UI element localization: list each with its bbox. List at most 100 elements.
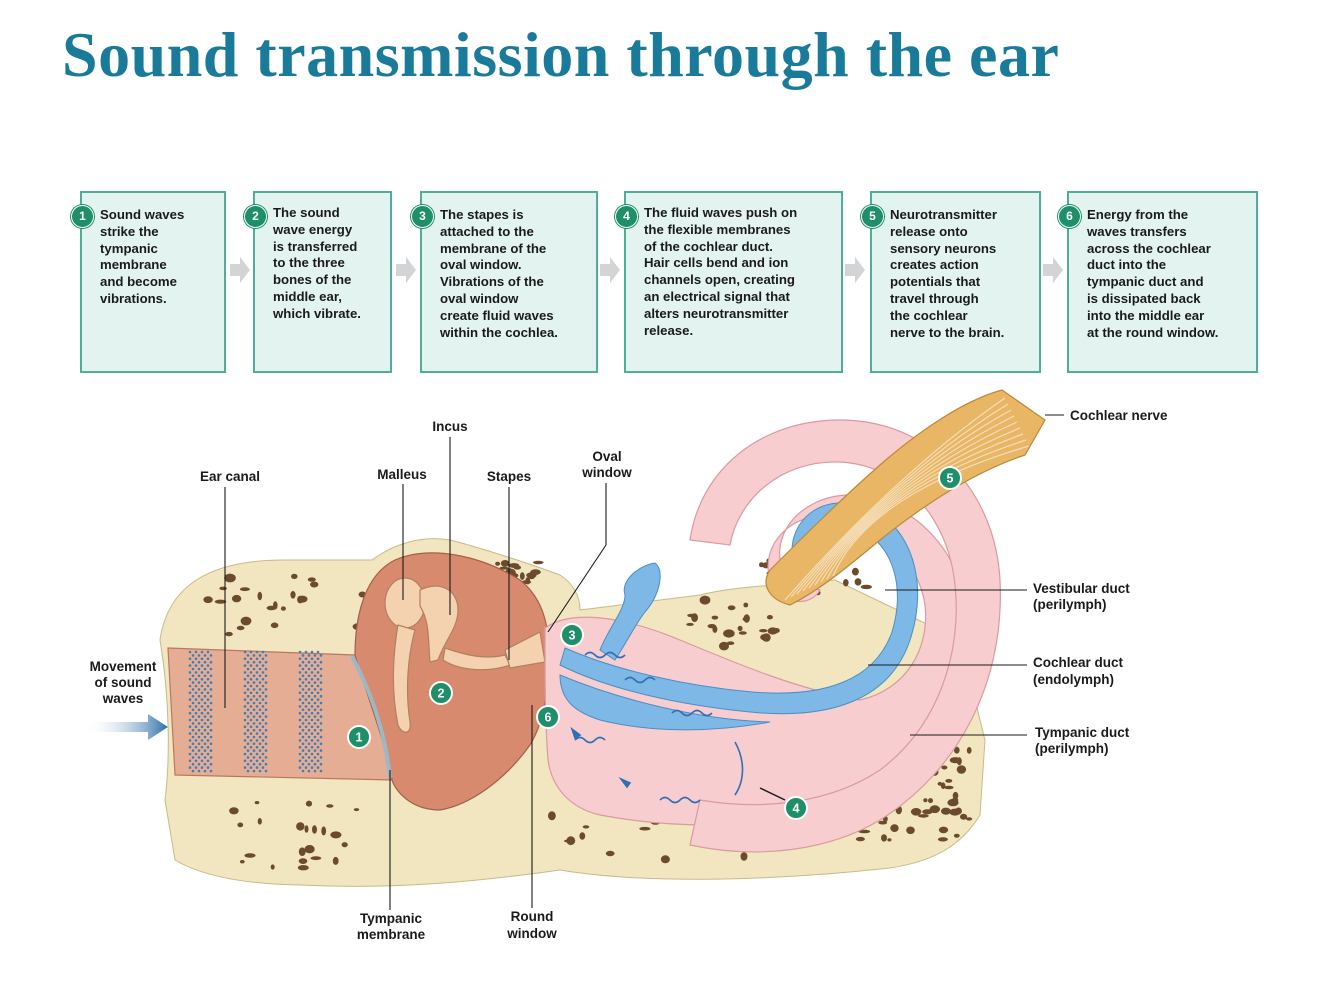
sound-direction-arrow-icon <box>85 714 168 740</box>
wave-dot <box>264 694 268 698</box>
wave-dot <box>191 688 195 691</box>
wave-dot <box>203 654 207 657</box>
wave-dot <box>246 715 250 718</box>
wave-dot <box>301 654 305 657</box>
bone-pore <box>270 864 275 870</box>
bone-pore <box>960 813 968 820</box>
wave-dot <box>194 739 198 742</box>
wave-dot <box>301 660 305 664</box>
wave-dot <box>243 664 247 667</box>
wave-dot <box>307 694 311 698</box>
wave-dot <box>209 756 213 759</box>
wave-dot <box>304 705 308 708</box>
wave-dot <box>194 725 198 729</box>
bone-pore <box>929 805 940 814</box>
wave-dot <box>258 654 262 657</box>
wave-dot <box>298 691 302 695</box>
wave-dot <box>298 657 302 661</box>
bone-pore <box>519 572 525 580</box>
wave-dot <box>191 728 195 732</box>
wave-dot <box>243 711 247 715</box>
wave-dot <box>194 664 198 667</box>
bone-pore <box>244 853 256 858</box>
wave-dot <box>316 718 320 722</box>
wave-dot <box>206 705 210 708</box>
wave-dot <box>197 749 201 752</box>
wave-dot <box>255 766 259 769</box>
wave-dot <box>304 732 308 735</box>
bone-pore <box>225 631 233 637</box>
wave-dot <box>188 711 192 715</box>
wave-dot <box>200 725 204 729</box>
bone-pore <box>270 622 279 629</box>
bone-pore <box>224 573 236 583</box>
wave-dot <box>264 722 268 725</box>
step-number-badge: 6 <box>1058 205 1081 228</box>
wave-dot <box>194 684 198 688</box>
wave-dot <box>188 677 192 681</box>
wave-dot <box>307 762 311 766</box>
wave-dot <box>206 677 210 681</box>
wave-dot <box>249 732 253 735</box>
bone-pore <box>740 852 748 861</box>
wave-dot <box>313 762 317 766</box>
nerve-fiber <box>826 439 1027 580</box>
wave-dot <box>316 677 320 681</box>
bone-pore <box>711 615 719 620</box>
step-box-6: 6 Energy from the waves transfers across… <box>1058 191 1258 373</box>
wave-dot <box>310 766 314 769</box>
wave-dot <box>246 722 250 725</box>
wave-dot <box>304 725 308 729</box>
wave-dot <box>203 667 207 671</box>
wave-dot <box>191 722 195 725</box>
wave-dot <box>316 759 320 763</box>
wave-dot <box>243 759 247 763</box>
wave-dot <box>316 671 320 674</box>
wave-dot <box>319 715 323 718</box>
wave-dot <box>246 708 250 712</box>
label-round-window-2: window <box>506 926 557 941</box>
bone-pore <box>239 587 250 592</box>
wave-dot <box>264 701 268 705</box>
wave-dot <box>307 715 311 718</box>
wave-dot <box>261 725 265 729</box>
fluid-wave-arrows <box>570 651 786 804</box>
bone-pore <box>304 845 315 854</box>
wave-dot <box>298 684 302 688</box>
bone-pore <box>579 832 586 840</box>
wave-dot <box>188 705 192 708</box>
bone-pore <box>257 591 263 601</box>
bone-pore <box>229 807 239 815</box>
wave-dot <box>304 718 308 722</box>
wave-dot <box>203 749 207 752</box>
wave-dot <box>243 718 247 722</box>
wave-dot <box>188 650 192 654</box>
wave-dot <box>264 660 268 664</box>
wave-dot <box>313 756 317 759</box>
diagram-badge-4: 4 <box>784 796 808 820</box>
wave-dot <box>261 732 265 735</box>
wave-dot <box>252 667 256 671</box>
wave-dot <box>319 735 323 739</box>
wave-dot <box>197 681 201 684</box>
wave-dot <box>304 684 308 688</box>
wave-dot <box>209 722 213 725</box>
wave-dot <box>191 756 195 759</box>
wave-dot <box>298 752 302 756</box>
wave-dot <box>313 742 317 746</box>
wave-dot <box>246 762 250 766</box>
wave-dot <box>255 711 259 715</box>
step-text: The fluid waves push on the flexible mem… <box>644 205 798 338</box>
wave-dot <box>197 769 201 773</box>
wave-dot <box>252 728 256 732</box>
wave-dot <box>310 745 314 749</box>
wave-dot <box>200 698 204 701</box>
nerve-fiber <box>784 397 1006 601</box>
wave-dot <box>264 674 268 678</box>
wave-dot <box>255 657 259 661</box>
wave-dot <box>298 766 302 769</box>
wave-dot <box>252 674 256 678</box>
wave-dot <box>304 759 308 763</box>
wave-dot <box>264 688 268 691</box>
nerve-fibers <box>784 397 1030 601</box>
